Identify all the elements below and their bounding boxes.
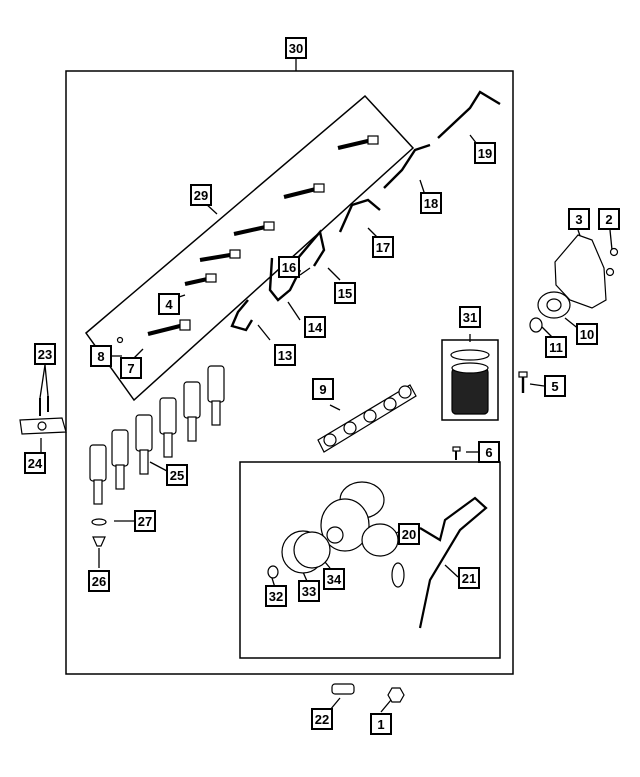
fuel-line-19 [437,90,501,139]
callout-2[interactable]: 2 [598,208,620,230]
fuel-filter [450,349,490,415]
callout-10[interactable]: 10 [576,323,598,345]
callout-17[interactable]: 17 [372,236,394,258]
injector-3 [135,414,153,475]
callout-8[interactable]: 8 [90,345,112,367]
callout-22[interactable]: 22 [311,708,333,730]
fuel-line-13 [230,299,254,332]
callout-20[interactable]: 20 [398,523,420,545]
callout-32[interactable]: 32 [265,585,287,607]
fitting-22 [331,683,355,695]
callout-26[interactable]: 26 [88,570,110,592]
callout-5[interactable]: 5 [544,375,566,397]
assembly-frame [65,70,514,675]
callout-13[interactable]: 13 [274,344,296,366]
injector-6 [207,365,225,426]
pump-bracket [554,234,607,309]
o-ring-11 [529,317,543,333]
connector-tube-2 [283,183,325,199]
callout-27[interactable]: 27 [134,510,156,532]
callout-1[interactable]: 1 [370,713,392,735]
callout-11[interactable]: 11 [545,336,567,358]
injector-seal [91,518,107,526]
injector-4 [159,397,177,458]
callout-14[interactable]: 14 [304,316,326,338]
callout-6[interactable]: 6 [478,441,500,463]
fuel-line-18 [383,143,431,189]
callout-21[interactable]: 21 [458,567,480,589]
bolt-5 [518,371,528,393]
injector-tip-seal [92,536,106,547]
callout-4[interactable]: 4 [158,293,180,315]
fuel-rail [317,384,417,453]
connector-tube-1 [337,135,379,150]
callout-16[interactable]: 16 [278,256,300,278]
callout-23[interactable]: 23 [34,343,56,365]
nut-2a [609,247,619,257]
callout-19[interactable]: 19 [474,142,496,164]
injector-5 [183,381,201,442]
injector-clamp [19,396,67,435]
o-ring-small [116,336,124,344]
bolt-6 [452,446,461,460]
callout-33[interactable]: 33 [298,580,320,602]
callout-7[interactable]: 7 [120,357,142,379]
callout-29[interactable]: 29 [190,184,212,206]
callout-15[interactable]: 15 [334,282,356,304]
pump-fuel-line [418,496,488,629]
pump-o-ring-34 [293,531,331,569]
connector-tube-6 [147,319,191,336]
connector-tube-5 [184,273,217,286]
fuel-line-14 [268,257,302,302]
injector-2 [111,429,129,490]
nut-1 [387,687,405,703]
callout-25[interactable]: 25 [166,464,188,486]
nut-2b [605,267,615,277]
connector-tube-3 [233,221,275,236]
pump-inset-frame [239,461,501,659]
injector-1 [89,444,107,505]
callout-34[interactable]: 34 [323,568,345,590]
fuel-line-16 [297,229,326,267]
pump-washer-32 [267,565,279,579]
connector-tube-4 [199,249,241,262]
callout-24[interactable]: 24 [24,452,46,474]
callout-9[interactable]: 9 [312,378,334,400]
callout-30[interactable]: 30 [285,37,307,59]
callout-31[interactable]: 31 [459,306,481,328]
callout-3[interactable]: 3 [568,208,590,230]
fuel-line-17 [338,198,381,233]
injector-kit-frame [84,94,415,402]
callout-18[interactable]: 18 [420,192,442,214]
